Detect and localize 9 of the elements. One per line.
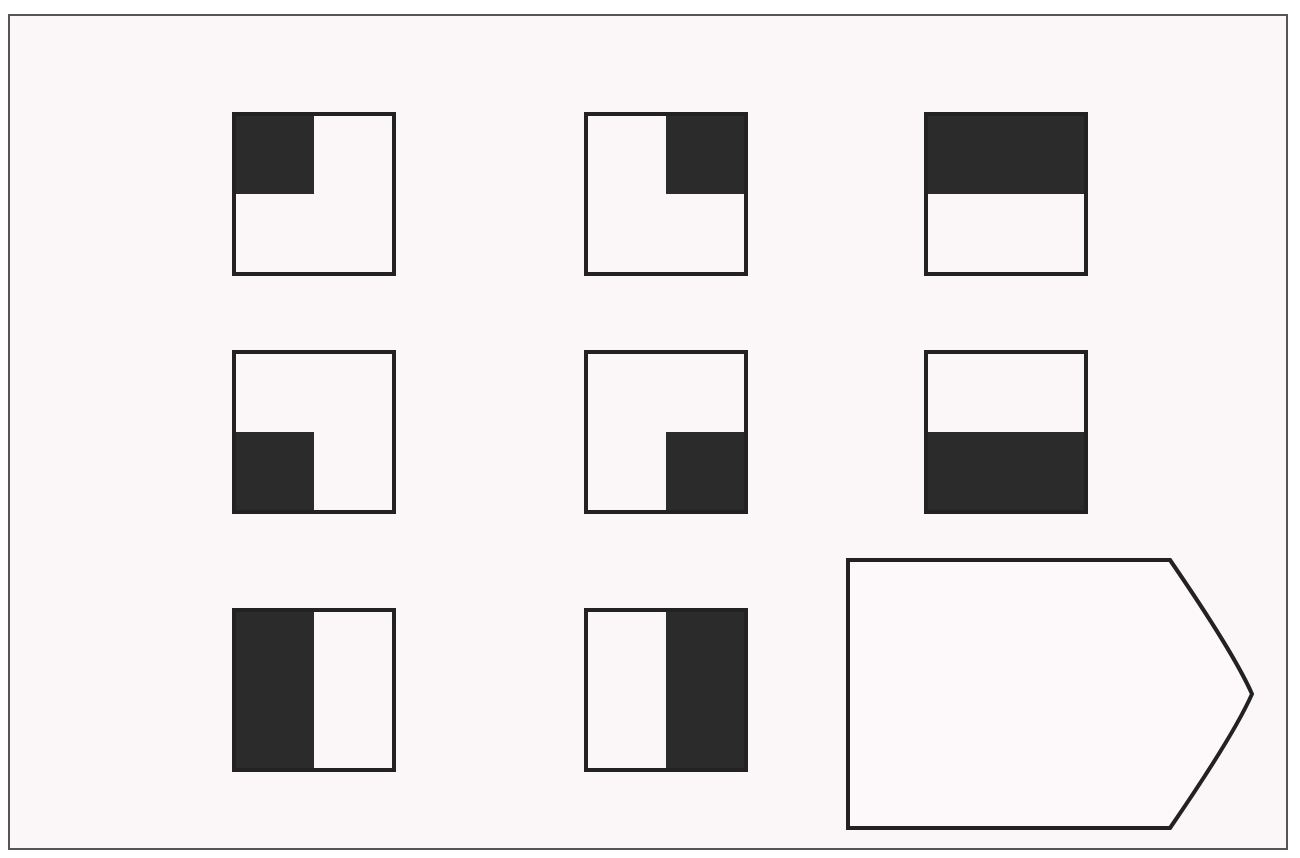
pattern-square bbox=[584, 608, 748, 772]
pattern-square bbox=[924, 350, 1088, 514]
answer-shape bbox=[846, 558, 1254, 830]
pattern-square bbox=[232, 350, 396, 514]
pattern-square bbox=[232, 112, 396, 276]
pattern-square bbox=[924, 112, 1088, 276]
pattern-square bbox=[584, 350, 748, 514]
pattern-square bbox=[584, 112, 748, 276]
pattern-square bbox=[232, 608, 396, 772]
